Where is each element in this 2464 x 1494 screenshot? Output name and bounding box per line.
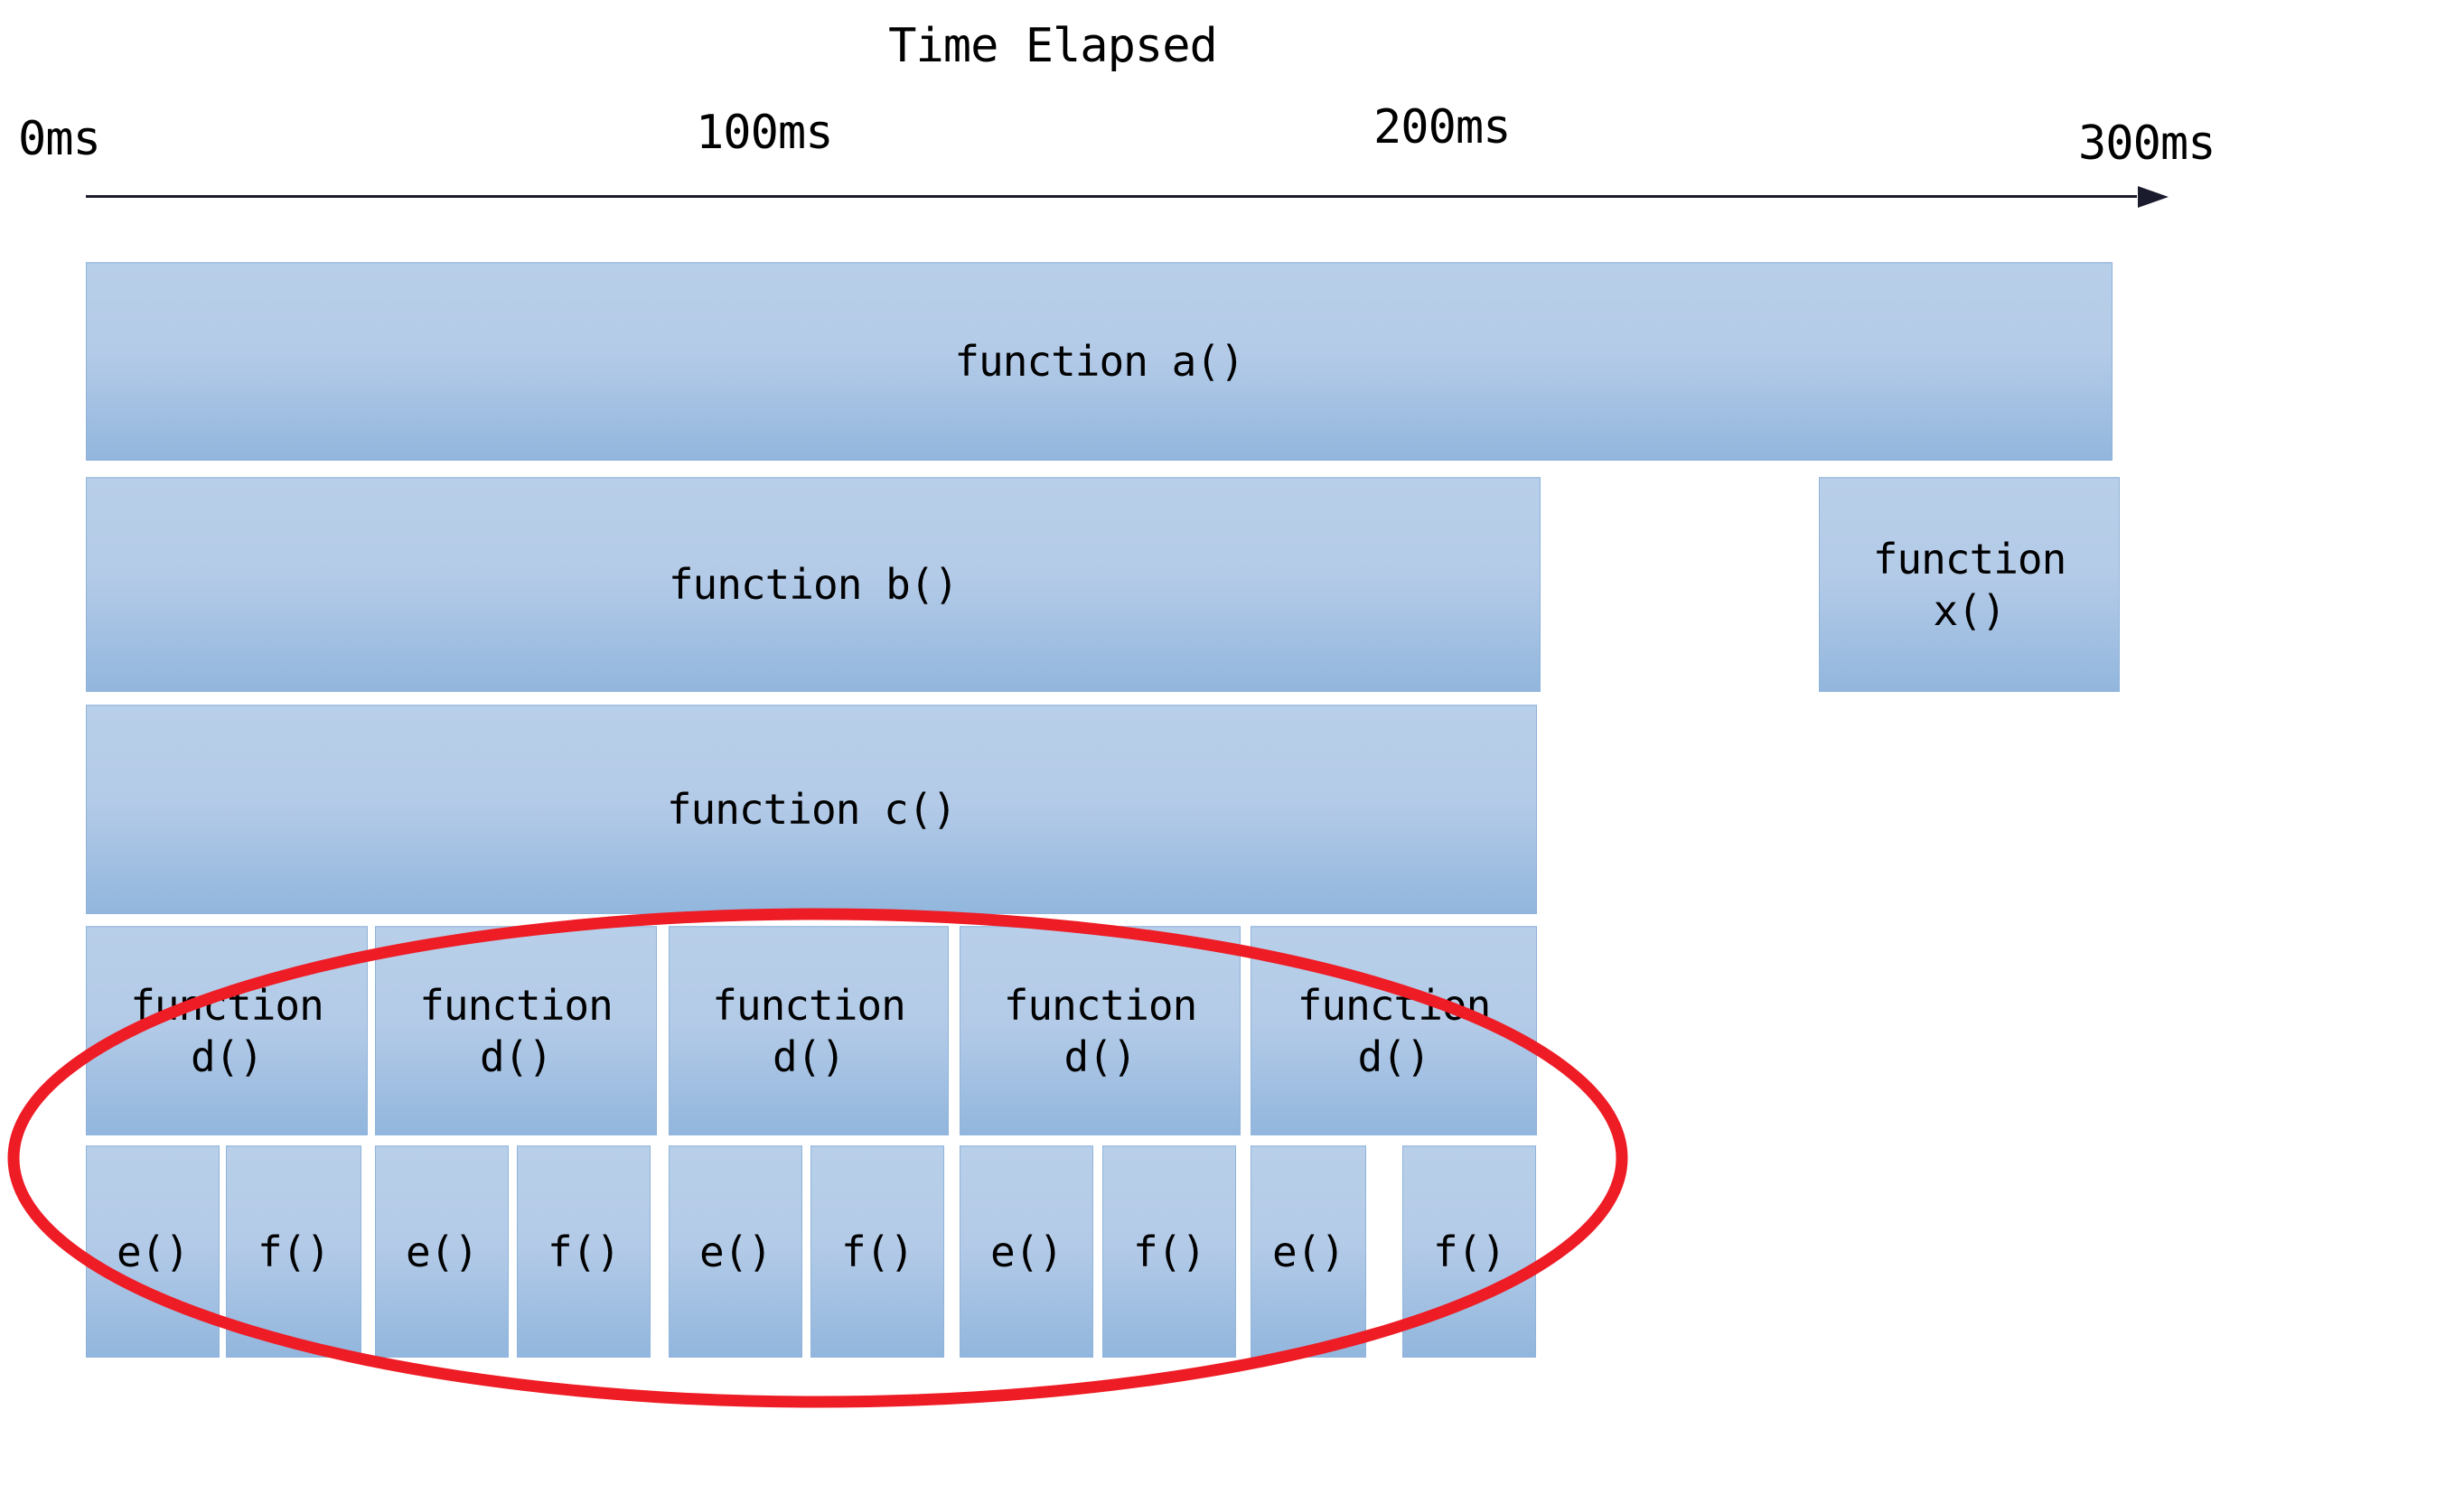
flame-block-d-4[interactable]: function d(): [960, 926, 1241, 1135]
flame-block-e-3[interactable]: e(): [669, 1145, 802, 1358]
flame-block-e-2[interactable]: e(): [375, 1145, 509, 1358]
axis-tick-200ms: 200ms: [1373, 100, 1512, 154]
flame-block-e-4[interactable]: e(): [960, 1145, 1093, 1358]
flame-block-e-5[interactable]: e(): [1251, 1145, 1366, 1358]
flame-block-d-2[interactable]: function d(): [375, 926, 657, 1135]
time-axis-line: [86, 195, 2137, 198]
time-axis: [86, 185, 2169, 209]
flame-block-b[interactable]: function b(): [86, 477, 1541, 692]
flame-block-e-1[interactable]: e(): [86, 1145, 220, 1358]
flame-block-d-3[interactable]: function d(): [669, 926, 949, 1135]
chart-title: Time Elapsed: [888, 19, 1218, 73]
axis-tick-300ms: 300ms: [2078, 117, 2216, 171]
axis-tick-0ms: 0ms: [18, 112, 101, 166]
flame-block-x[interactable]: function x(): [1819, 477, 2120, 692]
flame-block-f-1[interactable]: f(): [226, 1145, 361, 1358]
flame-block-d-1[interactable]: function d(): [86, 926, 368, 1135]
flame-block-f-5[interactable]: f(): [1402, 1145, 1536, 1358]
arrow-right-icon: [2138, 186, 2169, 208]
flame-block-c[interactable]: function c(): [86, 705, 1537, 914]
flame-block-f-3[interactable]: f(): [810, 1145, 944, 1358]
flame-block-a[interactable]: function a(): [86, 262, 2113, 461]
flame-block-f-4[interactable]: f(): [1102, 1145, 1236, 1358]
axis-tick-100ms: 100ms: [696, 106, 834, 160]
flame-block-d-5[interactable]: function d(): [1251, 926, 1537, 1135]
flame-block-f-2[interactable]: f(): [517, 1145, 651, 1358]
